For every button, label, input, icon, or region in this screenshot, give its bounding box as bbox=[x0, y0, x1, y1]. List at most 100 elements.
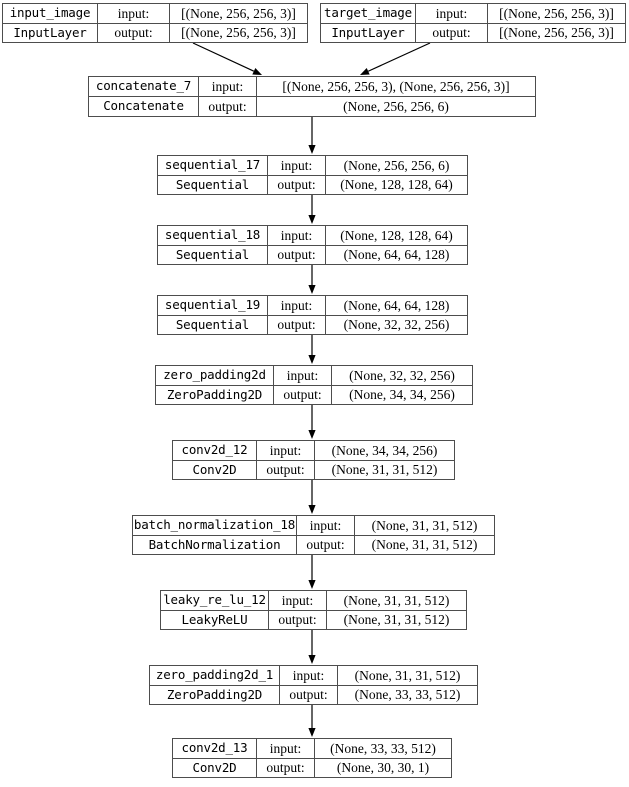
output-label: output: bbox=[268, 245, 326, 264]
output-label: output: bbox=[268, 315, 326, 334]
layer-name-label: sequential_17 bbox=[158, 156, 268, 175]
edge-arrowhead bbox=[308, 655, 316, 664]
input-shape-value: (None, 128, 128, 64) bbox=[340, 227, 453, 243]
edge-arrowhead bbox=[308, 728, 316, 737]
input-label: input: bbox=[268, 226, 326, 245]
layer-class-label: Sequential bbox=[158, 315, 268, 334]
output-label: output: bbox=[268, 175, 326, 194]
input-shape-value: [(None, 256, 256, 3)] bbox=[181, 5, 296, 21]
layer-name-label: leaky_re_lu_12 bbox=[161, 591, 269, 610]
edge-arrowhead bbox=[308, 145, 316, 154]
layer-class-label: ZeroPadding2D bbox=[150, 685, 280, 704]
edge-conv2d_12-to-batch_normalization_18 bbox=[308, 480, 316, 514]
input-shape-value: (None, 34, 34, 256) bbox=[331, 442, 438, 458]
edge-arrowhead bbox=[360, 67, 370, 75]
output-shape-value: (None, 34, 34, 256) bbox=[349, 387, 455, 402]
layer-class-label: BatchNormalization bbox=[133, 535, 297, 554]
output-shape-value: (None, 128, 128, 64) bbox=[340, 177, 453, 192]
input-shape-value: (None, 32, 32, 256) bbox=[349, 367, 455, 383]
layer-name-label: conv2d_12 bbox=[173, 441, 257, 460]
output-label: output: bbox=[274, 385, 332, 404]
edge-line bbox=[367, 42, 431, 72]
edge-sequential_18-to-sequential_19 bbox=[308, 265, 316, 294]
layer-name-label: input_image bbox=[3, 4, 98, 23]
layer-name-label: zero_padding2d bbox=[156, 366, 274, 385]
layer-class-label: Conv2D bbox=[173, 460, 257, 479]
input-label: input: bbox=[269, 591, 327, 610]
output-shape-value: [(None, 256, 256, 3)] bbox=[181, 25, 296, 40]
output-label: output: bbox=[257, 758, 315, 777]
layer-name-label: conv2d_13 bbox=[173, 739, 257, 758]
edge-arrowhead bbox=[308, 505, 316, 514]
output-shape-value: (None, 32, 32, 256) bbox=[343, 317, 450, 332]
input-label: input: bbox=[268, 156, 326, 175]
input-label: input: bbox=[297, 516, 355, 535]
output-shape-value: (None, 31, 31, 512) bbox=[371, 537, 478, 552]
edge-target_image-to-concatenate_7 bbox=[360, 42, 431, 75]
edge-concatenate_7-to-sequential_17 bbox=[308, 117, 316, 154]
edge-batch_normalization_18-to-leaky_re_lu_12 bbox=[308, 555, 316, 589]
input-shape-value: (None, 31, 31, 512) bbox=[343, 592, 450, 608]
layer-name-label: sequential_19 bbox=[158, 296, 268, 315]
edge-sequential_17-to-sequential_18 bbox=[308, 195, 316, 224]
layer-class-label: InputLayer bbox=[321, 23, 416, 42]
output-label: output: bbox=[98, 23, 170, 42]
edge-sequential_19-to-zero_padding2d bbox=[308, 335, 316, 364]
input-shape-value: (None, 31, 31, 512) bbox=[371, 517, 478, 533]
edge-zero_padding2d-to-conv2d_12 bbox=[308, 405, 316, 439]
input-shape-value: (None, 33, 33, 512) bbox=[330, 740, 436, 756]
input-label: input: bbox=[274, 366, 332, 385]
output-label: output: bbox=[199, 97, 257, 116]
output-label: output: bbox=[269, 610, 327, 629]
layer-class-label: Conv2D bbox=[173, 758, 257, 777]
input-shape-value: (None, 64, 64, 128) bbox=[343, 297, 450, 313]
output-shape-value: (None, 33, 33, 512) bbox=[354, 687, 461, 702]
input-shape-value: (None, 31, 31, 512) bbox=[354, 667, 461, 683]
layer-name-label: batch_normalization_18 bbox=[133, 516, 297, 535]
output-label: output: bbox=[297, 535, 355, 554]
output-shape-value: (None, 30, 30, 1) bbox=[336, 760, 430, 775]
layer-name-label: concatenate_7 bbox=[89, 77, 199, 96]
edge-arrowhead bbox=[308, 580, 316, 589]
edge-arrowhead bbox=[252, 67, 262, 75]
layer-name-label: zero_padding2d_1 bbox=[150, 666, 280, 685]
input-label: input: bbox=[268, 296, 326, 315]
input-shape-value: [(None, 256, 256, 3), (None, 256, 256, 3… bbox=[282, 78, 510, 94]
output-label: output: bbox=[257, 460, 315, 479]
output-shape-value: (None, 64, 64, 128) bbox=[343, 247, 450, 262]
output-label: output: bbox=[416, 23, 488, 42]
input-label: input: bbox=[257, 441, 315, 460]
layer-class-label: Concatenate bbox=[89, 97, 199, 116]
input-shape-value: (None, 256, 256, 6) bbox=[343, 157, 450, 173]
layer-name-label: sequential_18 bbox=[158, 226, 268, 245]
input-label: input: bbox=[416, 4, 488, 23]
